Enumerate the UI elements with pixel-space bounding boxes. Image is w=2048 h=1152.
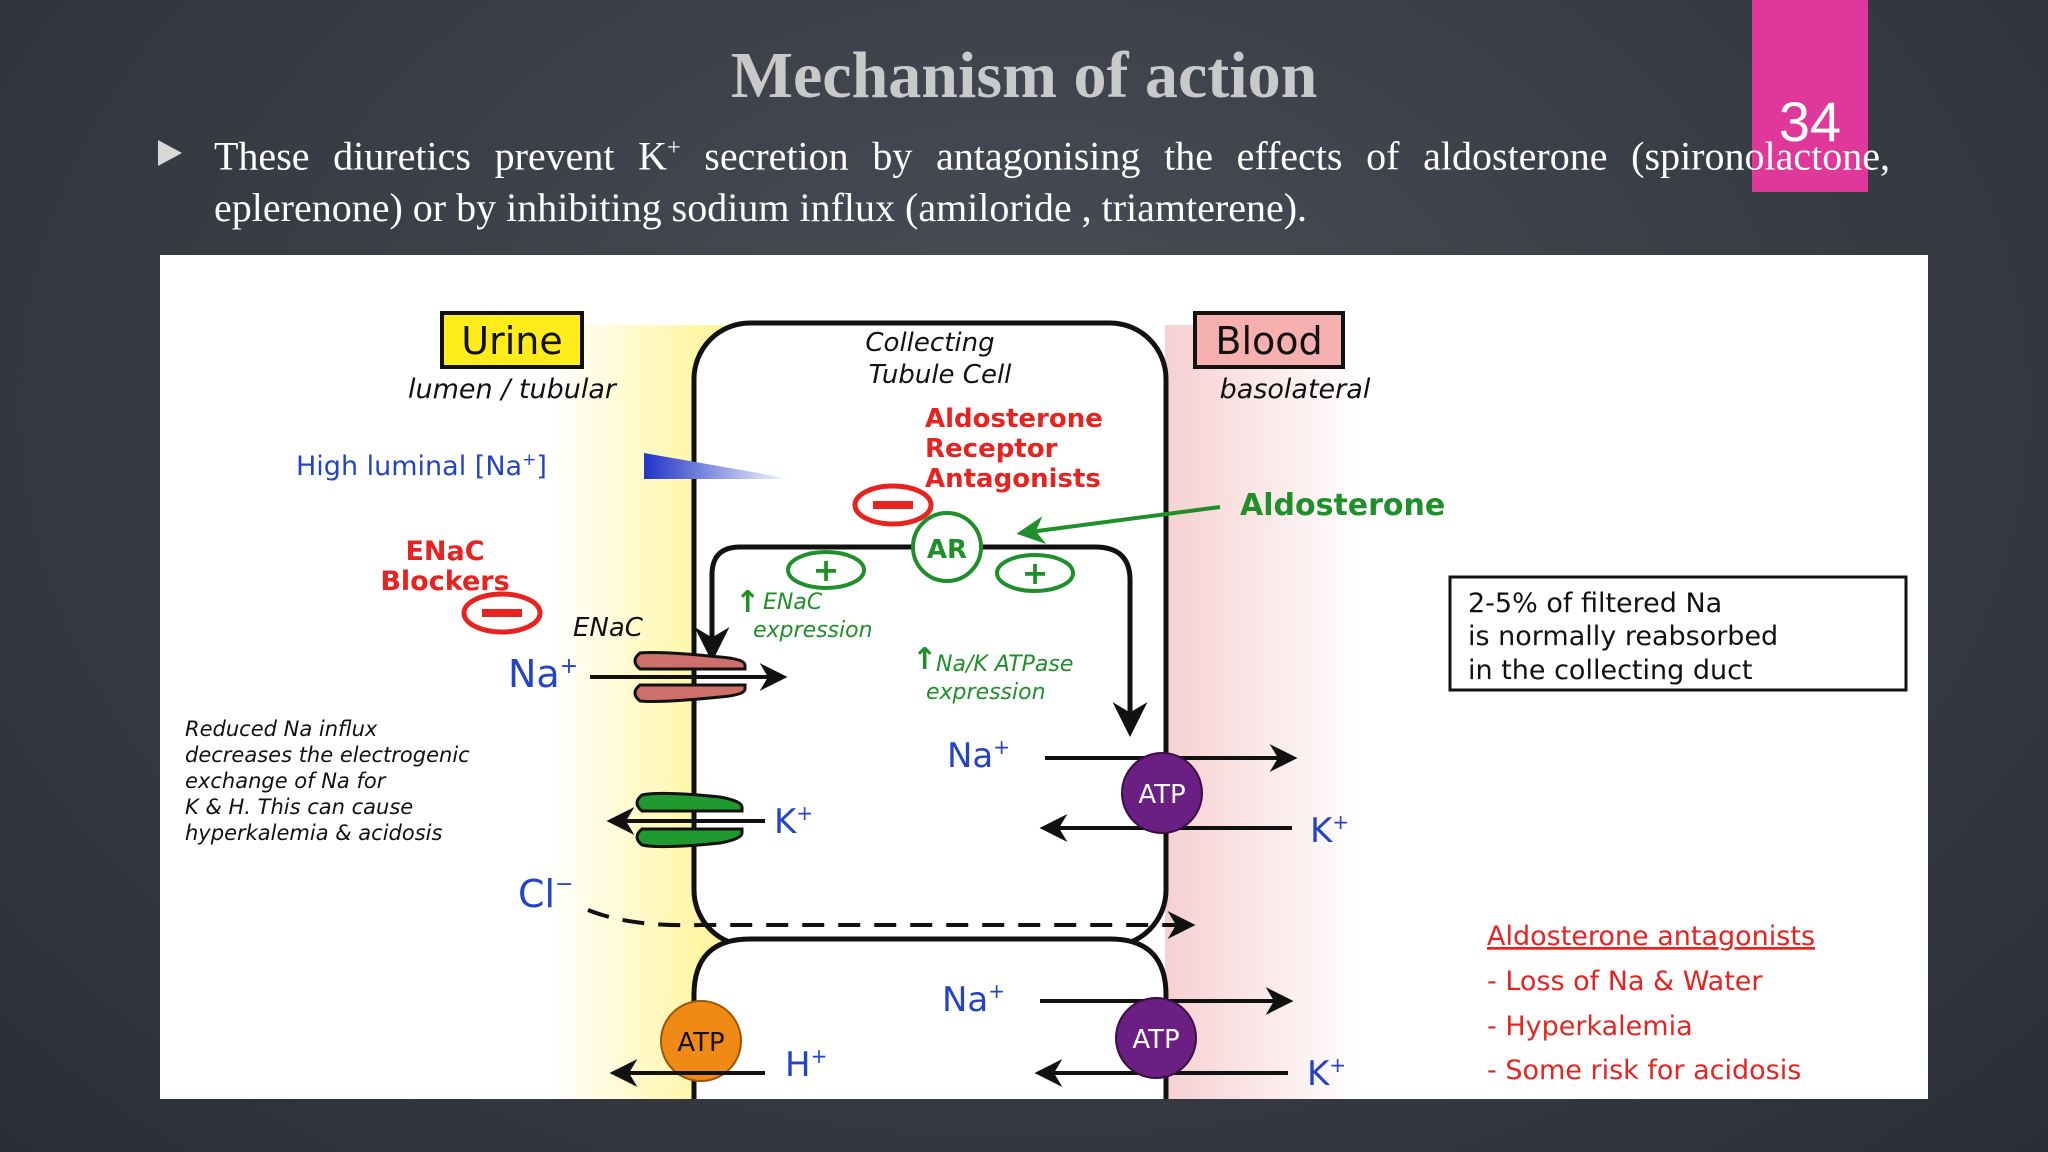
svg-text:- Some risk for acidosis: - Some risk for acidosis: [1487, 1055, 1801, 1086]
cell-label-line1: Collecting: [865, 328, 994, 358]
page-number-badge: 34: [1752, 0, 1868, 192]
ar-receptor: [911, 511, 983, 583]
svg-text:Reduced Na influx: Reduced Na influx: [185, 717, 378, 741]
atpase-pump-lower-right: [1115, 997, 1197, 1079]
ar-label: AR: [927, 535, 967, 565]
arb-label-3: Antagonists: [925, 464, 1101, 494]
reabsorption-note-text: 2-5% of filtered Na is normally reabsorb…: [1468, 588, 1778, 686]
high-luminal-na: High luminal [Na+]: [296, 450, 547, 482]
svg-text:K & H. This can cause: K & H. This can cause: [185, 795, 413, 819]
aldosterone-arrow: [1016, 505, 1221, 544]
atpase-expression-label-2: expression: [926, 680, 1046, 705]
svg-text:exchange of Na for: exchange of Na for: [185, 769, 387, 793]
k-ion-cell: K+: [774, 801, 813, 842]
effects-list: - Loss of Na & Water - Hyperkalemia - So…: [1487, 966, 1801, 1086]
blood-label-box: [1193, 311, 1345, 369]
h-ion: H+: [785, 1044, 827, 1085]
plus-icon-right: +: [995, 553, 1075, 593]
blood-label: Blood: [1215, 319, 1322, 363]
arb-label-1: Aldosterone: [925, 404, 1103, 434]
enac-blockers-label-2: Blockers: [380, 566, 509, 597]
urine-label: Urine: [461, 319, 562, 363]
svg-text:2-5% of filtered Na: 2-5% of filtered Na: [1468, 588, 1722, 619]
blood-compartment: [1160, 325, 1360, 1099]
na-ion-cell-lower: Na+: [942, 979, 1005, 1020]
svg-text:- Loss of Na & Water: - Loss of Na & Water: [1487, 966, 1763, 997]
atpase-expression-arrow-icon: ↑: [912, 642, 937, 677]
bullet-text: These diuretics prevent K+ secretion by …: [214, 122, 1890, 234]
enac-channel-icon: [633, 651, 747, 703]
mechanism-diagram: Urine lumen / tubular Blood basolateral …: [160, 255, 1928, 1099]
ar-pathway-right: [947, 544, 1148, 737]
bullet-text-start: These diuretics prevent K: [214, 133, 668, 179]
cl-paracellular-arrow: [587, 908, 1196, 939]
cl-ion: Cl−: [518, 872, 574, 916]
bullet-arrow-icon: [158, 140, 182, 166]
k-channel-icon: [635, 791, 744, 849]
svg-text:in the collecting duct: in the collecting duct: [1468, 655, 1753, 686]
na-ion-cell-upper: Na+: [947, 735, 1010, 776]
enac-blockers-label-1: ENaC: [405, 536, 484, 567]
enac-label: ENaC: [573, 613, 644, 643]
note-text: Reduced Na influx decreases the electrog…: [185, 717, 470, 845]
ar-pathway-left: [694, 544, 947, 662]
k-superscript: +: [667, 135, 681, 161]
atp-label-upper: ATP: [1138, 780, 1185, 810]
page-number: 34: [1778, 90, 1842, 153]
effects-title: Aldosterone antagonists: [1487, 921, 1815, 952]
arb-label-2: Receptor: [925, 434, 1058, 464]
atp-label-lower-left: ATP: [677, 1028, 724, 1058]
k-ion-blood-upper: K+: [1310, 810, 1349, 851]
na-gradient-wedge: [644, 453, 792, 479]
atpase-pump-upper: [1121, 752, 1203, 834]
atpase-expression-label-1: Na/K ATPase: [936, 652, 1073, 677]
urine-label-box: [440, 311, 584, 369]
svg-text:is normally reabsorbed: is normally reabsorbed: [1468, 621, 1778, 652]
svg-text:- Hyperkalemia: - Hyperkalemia: [1487, 1011, 1693, 1042]
enac-expression-arrow-icon: ↑: [735, 585, 760, 620]
k-ion-blood-lower: K+: [1307, 1053, 1346, 1094]
arb-inhibit-icon: [852, 483, 934, 527]
na-ion-urine: Na+: [508, 652, 578, 696]
atpase-pump-lower-left: [660, 1000, 742, 1082]
urine-sublabel: lumen / tubular: [408, 374, 618, 405]
slide-title: Mechanism of action: [730, 39, 1318, 112]
atp-label-lower-right: ATP: [1132, 1025, 1179, 1055]
enac-expression-label-1: ENaC: [763, 590, 823, 615]
enac-expression-label-2: expression: [753, 618, 873, 643]
svg-text:decreases the electrogenic: decreases the electrogenic: [185, 743, 470, 767]
aldosterone-label: Aldosterone: [1240, 488, 1445, 523]
cell-label-line2: Tubule Cell: [869, 360, 1013, 390]
plus-icon-left: +: [786, 550, 866, 590]
enac-blocker-inhibit-icon: [461, 591, 543, 635]
svg-text:+: +: [1022, 554, 1049, 592]
svg-text:+: +: [813, 551, 840, 589]
svg-text:hyperkalemia & acidosis: hyperkalemia & acidosis: [185, 821, 442, 845]
blood-sublabel: basolateral: [1220, 374, 1371, 405]
bullet-text-end: secretion by antagonising the effects of…: [214, 133, 1890, 231]
reabsorption-note-box: [1448, 575, 1908, 692]
